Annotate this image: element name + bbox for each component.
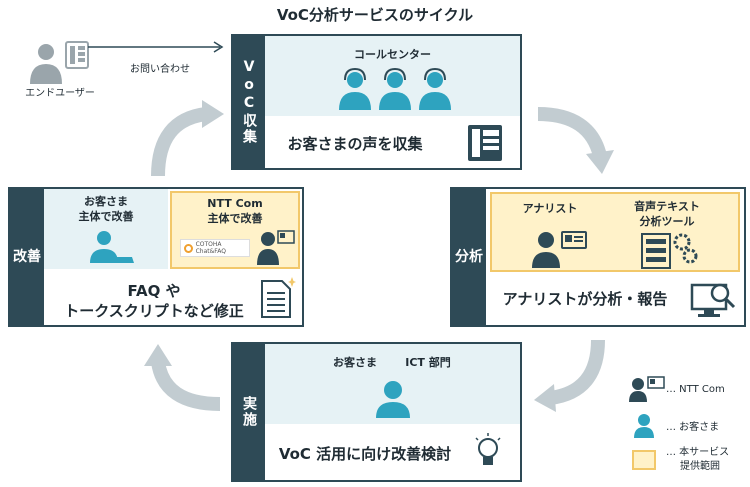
operator-icons (339, 68, 451, 110)
end-user-icon (30, 41, 89, 84)
cycle-arrow-to-analyze (537, 107, 614, 174)
implement-customer-label: お客さま (333, 356, 377, 369)
legend-scope-line1: … 本サービス (666, 447, 730, 458)
ict-label: ICT 部門 (405, 356, 451, 369)
inquiry-label: お問い合わせ (130, 64, 190, 75)
tool-label-line2: 分析ツール (639, 214, 695, 228)
cotoha-logo-mark (184, 243, 193, 253)
cycle-arrow-to-implement (534, 339, 605, 412)
inquiry-arrow (88, 41, 224, 53)
improve-customer-label: お客さま 主体で改善 (44, 195, 168, 225)
analyze-side-label: 分析 (452, 189, 486, 325)
analyst-label: アナリスト (522, 202, 578, 215)
end-user (18, 40, 108, 100)
analyze-scope-area: アナリスト 音声テキスト 分析ツール (490, 192, 740, 272)
analyze-side-text: 分析 (455, 248, 483, 265)
legend-customer-icon (634, 414, 654, 438)
cycle-arrow-to-collect (151, 100, 224, 177)
improve-side-text: 改善 (13, 248, 41, 265)
ntt-staff-icon (257, 230, 295, 265)
improve-bottom-label: FAQ や トークスクリプトなど修正 (44, 281, 264, 322)
diagram-title: VoC分析サービスのサイクル (276, 6, 474, 24)
analyst-icon (532, 231, 587, 268)
tool-label: 音声テキスト 分析ツール (602, 200, 732, 230)
implement-box: 実施 お客さま ICT 部門 VoC 活用に向け改善検討 (231, 342, 522, 482)
customer-laptop-icon (90, 231, 134, 263)
legend: … NTT Com … お客さま … 本サービス 提供範囲 (626, 374, 748, 484)
collect-side-label: VoC収集 (233, 36, 265, 168)
analyze-box: 分析 アナリスト 音声テキスト 分析ツール アナリストが分析・報告 (450, 187, 746, 327)
monitor-search-icon (690, 283, 736, 317)
legend-scope-swatch (632, 450, 656, 470)
tool-label-line1: 音声テキスト (634, 200, 700, 213)
implement-customer-icon (376, 381, 410, 418)
improve-ntt-label: NTT Com 主体で改善 (172, 197, 298, 227)
collect-box: VoC収集 コールセンター お客さまの声を収集 (231, 34, 522, 170)
improve-customer-area: お客さま 主体で改善 (44, 189, 168, 269)
improve-bottom-line1: FAQ や (127, 282, 181, 300)
improve-bottom-line2: トークスクリプトなど修正 (64, 302, 244, 321)
server-gear-icon (641, 233, 698, 269)
improve-ntt-line2: 主体で改善 (207, 211, 263, 225)
analyze-bottom-label: アナリストが分析・報告 (502, 290, 668, 308)
cotoha-logo: COTOHA Chat&FAQ (180, 239, 250, 257)
legend-ntt-label: … NTT Com (666, 384, 725, 395)
collect-bottom-label: お客さまの声を収集 (287, 135, 423, 153)
implement-bottom-label: VoC 活用に向け改善検討 (278, 445, 452, 463)
document-icon (261, 277, 296, 318)
collect-top-area: コールセンター (265, 36, 520, 116)
improve-box: 改善 お客さま 主体で改善 NTT Com 主体で改善 COTOHA Chat&… (8, 187, 304, 327)
end-user-label: エンドユーザー (25, 88, 95, 99)
call-center-label: コールセンター (354, 48, 431, 61)
improve-ntt-line1: NTT Com (207, 197, 263, 210)
improve-side-label: 改善 (10, 189, 44, 325)
telephone-icon (468, 125, 502, 161)
implement-top-area: お客さま ICT 部門 (265, 344, 520, 424)
legend-ntt-icon (629, 376, 665, 402)
cycle-arrow-to-improve (144, 344, 221, 411)
legend-scope-label: … 本サービス 提供範囲 (666, 446, 750, 474)
improve-customer-line1: お客さま (84, 195, 128, 208)
improve-ntt-area: NTT Com 主体で改善 COTOHA Chat&FAQ (170, 191, 300, 269)
cotoha-logo-text: COTOHA Chat&FAQ (195, 241, 226, 255)
legend-customer-label: … お客さま (666, 422, 720, 433)
implement-side-label: 実施 (233, 344, 265, 480)
lightbulb-icon (475, 433, 501, 465)
improve-customer-line2: 主体で改善 (78, 209, 134, 223)
legend-scope-line2: 提供範囲 (680, 461, 720, 472)
